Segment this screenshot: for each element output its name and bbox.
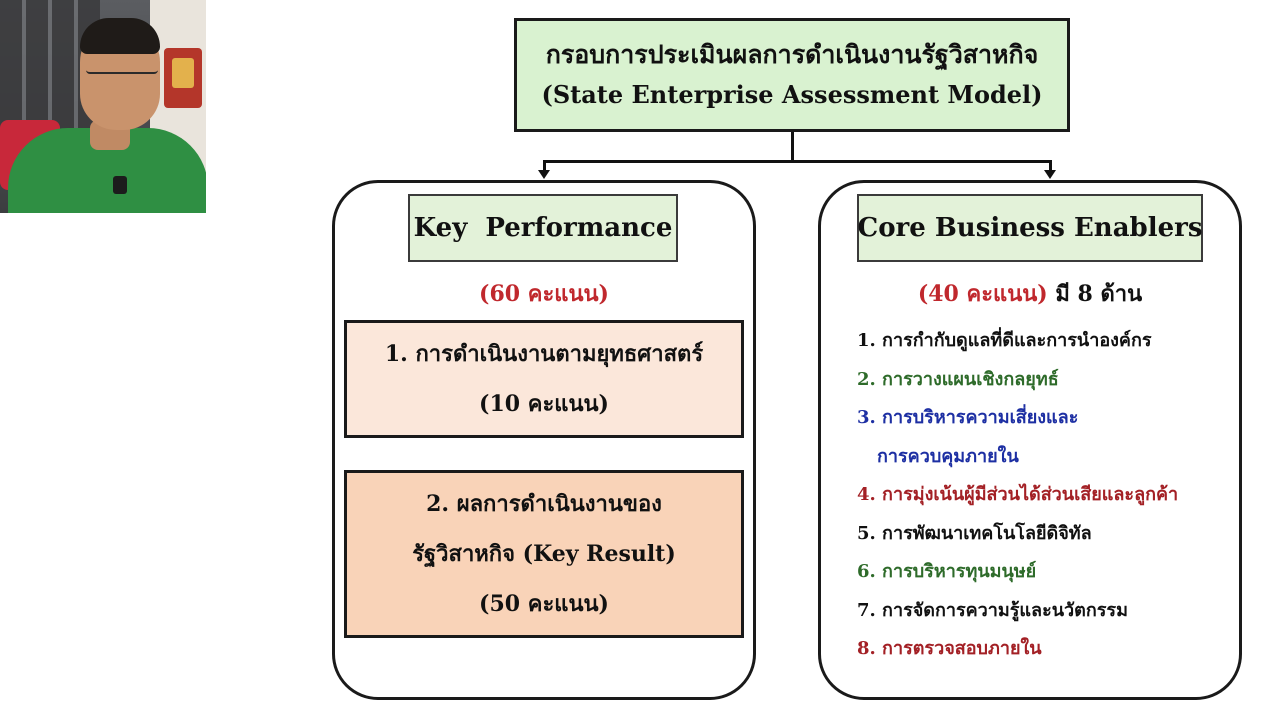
enabler-item-8: 8. การตรวจสอบภายใน [857,638,1042,659]
connector-drop-right [1049,162,1052,172]
enabler-item-3-continued: การควบคุมภายใน [877,445,1019,467]
presenter-hair [80,18,160,54]
connector-drop-left [543,162,546,172]
core-business-enablers-panel [818,180,1242,700]
presenter-glasses [86,56,158,74]
enabler-item-4: 4. การมุ่งเน้นผู้มีส่วนได้ส่วนเสียและลูก… [857,484,1179,505]
enabler-item-2: 2. การวางแผนเชิงกลยุทธ์ [857,368,1059,390]
key-result-item-score: (50 คะแนน) [479,591,609,617]
enabler-item-5: 5. การพัฒนาเทคโนโลยีดิจิทัล [857,522,1092,544]
model-title-english: (State Enterprise Assessment Model) [541,80,1043,109]
lapel-mic [113,176,127,194]
enablers-dimension-count: มี 8 ด้าน [1055,281,1143,307]
arrow-right-icon [1044,170,1056,179]
strategy-item-score: (10 คะแนน) [479,391,609,417]
key-performance-score: (60 คะแนน) [479,281,609,307]
enabler-item-3: 3. การบริหารความเสี่ยงและ [857,407,1079,428]
enabler-item-1: 1. การกำกับดูแลที่ดีและการนำองค์กร [857,330,1152,351]
enablers-list: 1. การกำกับดูแลที่ดีและการนำองค์กร 2. กา… [857,322,1227,669]
core-business-enablers-header: Core Business Enablers [857,194,1203,262]
enabler-item-7: 7. การจัดการความรู้และนวัตกรรม [857,599,1128,621]
shrine-ornament [172,58,194,88]
key-performance-header: Key Performance [408,194,678,262]
strategy-item-box: 1. การดำเนินงานตามยุทธศาสตร์ (10 คะแนน) [344,320,744,438]
connector-branch [543,160,1052,163]
arrow-left-icon [538,170,550,179]
model-title-thai: กรอบการประเมินผลการดำเนินงานรัฐวิสาหกิจ [545,40,1039,69]
key-result-item-label: 2. ผลการดำเนินงานของ [426,491,662,517]
enablers-score-value: (40 คะแนน) [917,281,1048,307]
core-business-enablers-score: (40 คะแนน) มี 8 ด้าน [818,276,1242,311]
key-result-item-label-2: รัฐวิสาหกิจ (Key Result) [412,541,676,567]
enabler-item-6: 6. การบริหารทุนมนุษย์ [857,561,1037,582]
connector-stem [791,132,794,162]
model-title-box: กรอบการประเมินผลการดำเนินงานรัฐวิสาหกิจ … [514,18,1070,132]
key-result-item-box: 2. ผลการดำเนินงานของ รัฐวิสาหกิจ (Key Re… [344,470,744,638]
strategy-item-label: 1. การดำเนินงานตามยุทธศาสตร์ [384,341,704,367]
presenter-webcam [0,0,206,213]
